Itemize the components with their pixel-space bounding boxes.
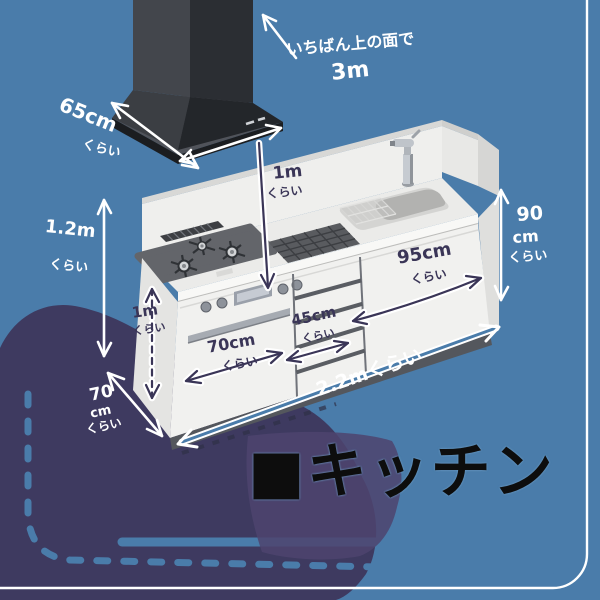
hood-chimney-side: [190, 0, 253, 103]
title-text: キッチン: [306, 437, 555, 507]
burner: [170, 254, 198, 278]
cooktop-label-plate: [216, 268, 233, 277]
oven-handle-shadow: [187, 314, 291, 344]
right-return-top: [442, 120, 478, 140]
arrow-drawer-width: [283, 337, 352, 366]
arrow-total-width: [176, 323, 501, 449]
backsplash-top: [142, 120, 442, 204]
label-right-height-value: 90: [515, 202, 544, 226]
label-right-height-approx: くらい: [507, 248, 548, 266]
hood-flare-right: [178, 97, 283, 150]
arrow-counter-depth: [106, 371, 164, 438]
arrow-cabinet-width: [349, 272, 485, 328]
kitchen-unit: [133, 120, 499, 455]
grid-mat: [268, 223, 360, 263]
counter-front-edge: [178, 214, 478, 302]
hood-flare-left: [112, 90, 190, 150]
hood-chimney-front: [133, 0, 190, 97]
oven-control-panel: [200, 279, 303, 313]
burner: [218, 240, 246, 264]
drawer-gaps: [294, 278, 366, 375]
frame-border: [0, 0, 589, 590]
arrow-top-3m: [261, 13, 298, 60]
label-base-height-value: 1m: [130, 300, 160, 322]
label-top-height-value: 3m: [329, 57, 371, 86]
feet-shadow: [181, 402, 337, 455]
oven-handle: [188, 308, 290, 343]
cabinet-front-face: [170, 224, 490, 438]
hood-lights: [245, 116, 266, 126]
front-top-shadow: [179, 229, 479, 309]
dimension-arrows: [96, 13, 510, 449]
right-side-panel: [478, 196, 499, 336]
sink: [339, 129, 449, 230]
dish-rack: [339, 197, 397, 225]
faucet: [390, 129, 421, 187]
arrow-oven-width: [182, 347, 286, 387]
arrow-right-height: [493, 188, 510, 302]
label-right-height-unit: cm: [511, 226, 540, 247]
pocket-dashed-line: [24, 390, 600, 576]
arrow-hood-width: [178, 123, 283, 166]
page-title: ■キッチン: [248, 442, 555, 502]
right-return-face: [442, 126, 478, 186]
arrow-left-height: [96, 198, 113, 358]
burner: [188, 236, 216, 256]
arrow-hood-clearance: [255, 139, 278, 292]
purple-blob: [246, 431, 402, 560]
right-end-upper: [478, 134, 499, 196]
grill-vent: [160, 221, 224, 242]
label-hood-clearance-value: 1m: [271, 160, 304, 184]
arrow-base-height: [142, 285, 163, 402]
title-bullet: ■: [248, 437, 307, 507]
kick-plate: [170, 334, 492, 450]
